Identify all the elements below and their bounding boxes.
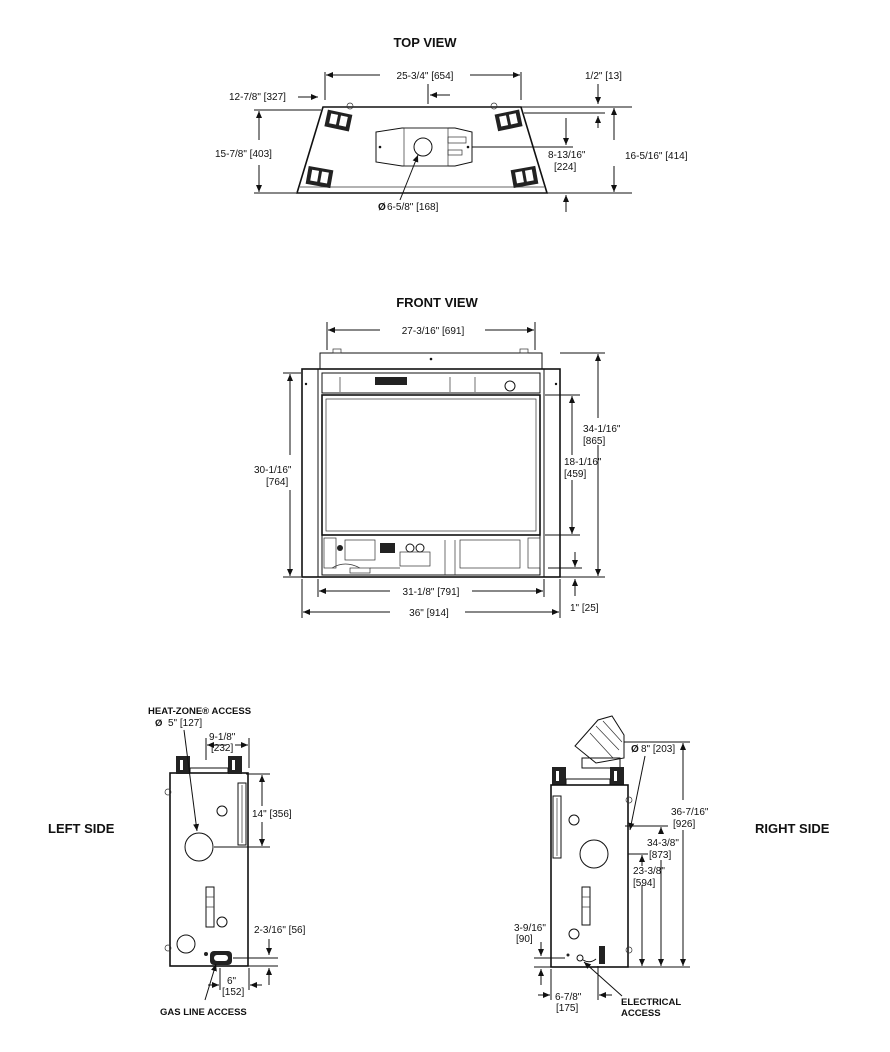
- right-dim-collar: 8" [203]: [641, 744, 675, 755]
- right-dim-top-mm: [873]: [649, 850, 671, 861]
- left-side-view: LEFT SIDE HEAT-ZONE® ACCESS Ø: [48, 706, 306, 1018]
- corner-bracket-bottom-left: [305, 166, 334, 189]
- gas-line-access-label: GAS LINE ACCESS: [160, 1007, 247, 1018]
- electrical-access-fitting: [566, 946, 605, 964]
- front-dim-glass-height: 18-1/16": [564, 457, 602, 468]
- right-dim-total-height-mm: [926]: [673, 819, 695, 830]
- right-dim-offset-mm: [175]: [556, 1003, 578, 1014]
- diameter-symbol-top: Ø: [378, 202, 386, 213]
- front-dim-outer-width: 36" [914]: [409, 608, 449, 619]
- control-compartment: [321, 534, 541, 576]
- front-dim-total-height: 34-1/16": [583, 424, 621, 435]
- front-dim-height: 30-1/16": [254, 465, 292, 476]
- heat-zone-access-label: HEAT-ZONE® ACCESS: [148, 706, 251, 717]
- diameter-symbol-left: Ø: [155, 718, 162, 729]
- left-dim-gas-offset-mm: [152]: [222, 987, 244, 998]
- left-dim-offset-mm: [232]: [211, 743, 233, 754]
- gas-line-access-fitting: [204, 951, 232, 965]
- corner-bracket-top-left: [324, 109, 353, 132]
- left-side-body: [169, 772, 249, 967]
- heat-zone-access-circle: [184, 832, 214, 862]
- right-side-title: RIGHT SIDE: [755, 821, 830, 836]
- right-dim-top: 34-3/8": [647, 838, 679, 849]
- front-dim-height-mm: [764]: [266, 477, 288, 488]
- front-view: FRONT VIEW 27-3/16" [691]: [254, 295, 621, 619]
- top-dim-total-depth: 16-5/16" [414]: [625, 151, 688, 162]
- inner-frame: [317, 368, 545, 578]
- right-dim-low: 3-9/16": [514, 923, 546, 934]
- flue-collar: [574, 715, 625, 769]
- electrical-access-label-2: ACCESS: [621, 1008, 661, 1019]
- top-dim-depth: 15-7/8" [403]: [215, 149, 272, 160]
- front-view-title: FRONT VIEW: [396, 295, 478, 310]
- flue-plate: [375, 127, 473, 167]
- right-side-body: [550, 784, 629, 968]
- corner-bracket-top-right: [494, 109, 523, 132]
- electrical-access-label: ELECTRICAL: [621, 997, 681, 1008]
- top-view: TOP VIEW: [215, 35, 688, 213]
- top-view-title: TOP VIEW: [393, 35, 457, 50]
- flue-circle: [413, 137, 433, 157]
- top-dim-half-inch: 1/2" [13]: [585, 71, 622, 82]
- top-dim-width: 25-3/4" [654]: [397, 71, 454, 82]
- front-dim-total-height-mm: [865]: [583, 436, 605, 447]
- right-dim-mid-mm: [594]: [633, 878, 655, 889]
- top-dim-left-offset: 12-7/8" [327]: [229, 92, 286, 103]
- top-dim-flue-diameter: 6-5/8" [168]: [387, 202, 439, 213]
- left-dim-vertical: 14" [356]: [252, 809, 292, 820]
- front-dim-inner-width: 31-1/8" [791]: [403, 587, 460, 598]
- front-dim-top-width: 27-3/16" [691]: [402, 326, 465, 337]
- left-dim-gas-offset: 6": [227, 976, 237, 987]
- right-dim-mid: 23-3/8": [633, 866, 665, 877]
- right-dim-total-height: 36-7/16": [671, 807, 709, 818]
- left-dim-gas-height: 2-3/16" [56]: [254, 925, 306, 936]
- right-dim-offset: 6-7/8": [555, 992, 582, 1003]
- right-side-view: RIGHT SIDE: [514, 715, 830, 1019]
- heat-zone-diameter: 5" [127]: [168, 718, 202, 729]
- diameter-symbol-right: Ø: [631, 744, 639, 755]
- front-dim-glass-height-mm: [459]: [564, 469, 586, 480]
- glass-panel: [321, 394, 541, 536]
- left-side-title: LEFT SIDE: [48, 821, 115, 836]
- left-dim-offset: 9-1/8": [209, 732, 236, 743]
- top-dim-center: 8-13/16": [548, 150, 586, 161]
- top-panel: [319, 352, 543, 370]
- corner-bracket-bottom-right: [510, 165, 539, 188]
- top-dim-center-mm: [224]: [554, 162, 576, 173]
- right-dim-low-mm: [90]: [516, 934, 533, 945]
- front-dim-base: 1" [25]: [570, 603, 599, 614]
